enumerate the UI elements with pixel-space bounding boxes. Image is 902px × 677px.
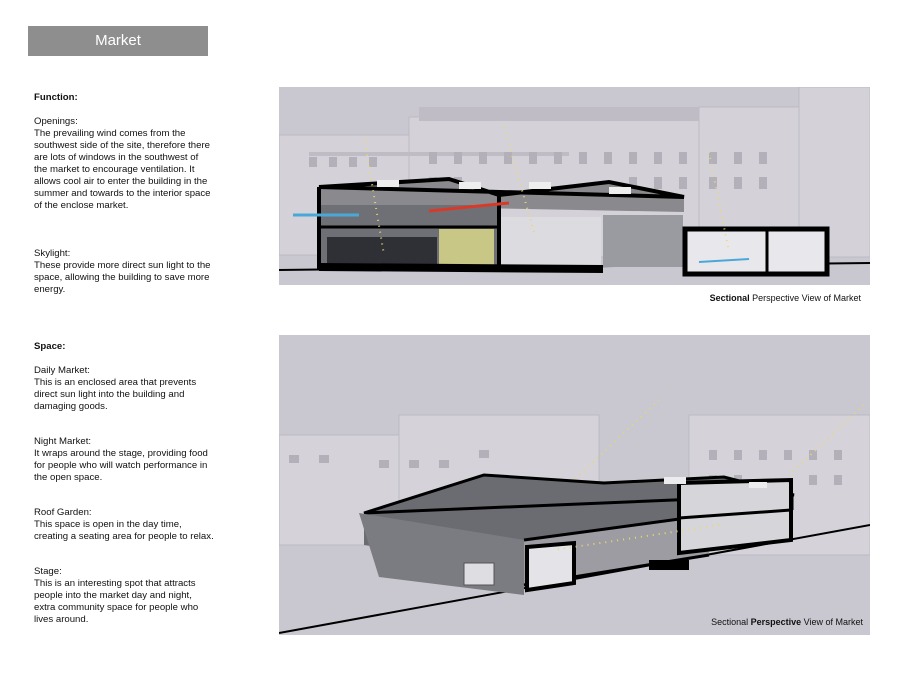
caption-rest: Perspective View of Market	[749, 293, 861, 303]
item-text: The prevailing wind comes from the south…	[34, 128, 211, 211]
sectional-perspective-image-1	[279, 87, 870, 285]
figure-caption-2: Sectional Perspective View of Market	[711, 617, 863, 627]
daily-market-block: Daily Market: This is an enclosed area t…	[34, 365, 214, 413]
item-text: It wraps around the stage, providing foo…	[34, 448, 208, 483]
item-label: Daily Market:	[34, 365, 90, 376]
sectional-perspective-image-2	[279, 335, 870, 635]
roof-garden-block: Roof Garden: This space is open in the d…	[34, 507, 214, 543]
item-text: These provide more direct sun light to t…	[34, 260, 211, 295]
item-text: This is an enclosed area that prevents d…	[34, 377, 197, 412]
item-label: Stage:	[34, 566, 62, 577]
caption-pre: Sectional	[711, 617, 751, 627]
item-label: Night Market:	[34, 436, 92, 447]
stage-block: Stage: This is an interesting spot that …	[34, 566, 214, 626]
item-label: Skylight:	[34, 248, 71, 259]
item-text: This is an interesting spot that attract…	[34, 578, 199, 625]
skylight-block: Skylight: These provide more direct sun …	[34, 248, 214, 296]
openings-block: Openings: The prevailing wind comes from…	[34, 116, 214, 212]
space-section: Space: Daily Market: This is an enclosed…	[34, 341, 214, 626]
function-section: Function: Openings: The prevailing wind …	[34, 92, 214, 296]
page-title: Market	[28, 26, 208, 56]
night-market-block: Night Market: It wraps around the stage,…	[34, 436, 214, 484]
section-heading: Function:	[34, 92, 78, 103]
item-label: Openings:	[34, 116, 78, 127]
section-heading: Space:	[34, 341, 66, 352]
item-label: Roof Garden:	[34, 507, 92, 518]
caption-bold: Sectional	[709, 293, 750, 303]
item-text: This space is open in the day time, crea…	[34, 519, 214, 542]
figure-caption-1: Sectional Perspective View of Market	[710, 293, 861, 303]
caption-rest: View of Market	[801, 617, 863, 627]
caption-bold: Perspective	[750, 617, 802, 627]
